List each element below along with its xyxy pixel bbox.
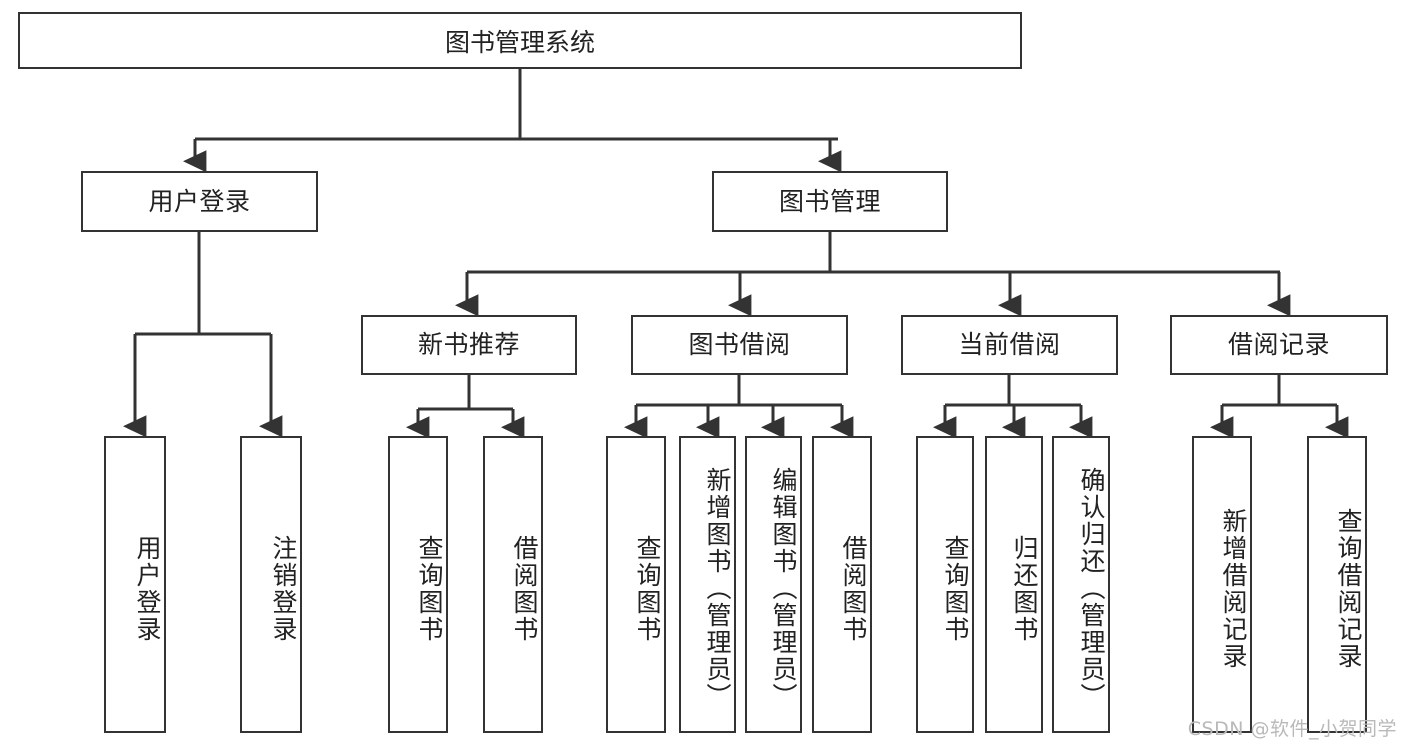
node-book-borrow-label: 图书借阅 [688, 330, 791, 359]
leaf-add-book-admin[interactable]: 新增图书（管理员） [679, 436, 736, 733]
node-current-borrow[interactable]: 当前借阅 [901, 315, 1118, 375]
node-root-label: 图书管理系统 [444, 27, 595, 57]
node-book-borrow[interactable]: 图书借阅 [631, 315, 848, 375]
leaf-query-borrow-record[interactable]: 查询借阅记录 [1307, 436, 1367, 733]
leaf-query-book-current[interactable]: 查询图书 [916, 436, 974, 733]
leaf-add-borrow-record[interactable]: 新增借阅记录 [1192, 436, 1252, 733]
node-user-login-label: 用户登录 [148, 186, 251, 216]
leaf-logout[interactable]: 注销登录 [240, 436, 302, 733]
leaf-edit-book-admin-label: 编辑图书（管理员） [769, 467, 798, 710]
leaf-query-book-current-label: 查询图书 [941, 534, 970, 643]
leaf-borrow-book[interactable]: 借阅图书 [812, 436, 872, 733]
leaf-confirm-return-admin[interactable]: 确认归还（管理员） [1052, 436, 1110, 733]
leaf-edit-book-admin[interactable]: 编辑图书（管理员） [745, 436, 802, 733]
leaf-borrow-book-recommend-label: 借阅图书 [510, 534, 539, 643]
leaf-add-borrow-record-label: 新增借阅记录 [1219, 507, 1248, 670]
node-new-book-recommend-label: 新书推荐 [417, 330, 520, 359]
node-borrow-records[interactable]: 借阅记录 [1170, 315, 1388, 375]
node-current-borrow-label: 当前借阅 [958, 330, 1061, 359]
leaf-confirm-return-admin-label: 确认归还（管理员） [1077, 467, 1106, 710]
csdn-watermark: CSDN @软件_小贺同学 [1187, 718, 1397, 740]
leaf-return-book[interactable]: 归还图书 [985, 436, 1043, 733]
leaf-user-login-label: 用户登录 [133, 534, 162, 643]
leaf-borrow-book-label: 借阅图书 [839, 534, 868, 643]
leaf-borrow-book-recommend[interactable]: 借阅图书 [483, 436, 543, 733]
leaf-logout-label: 注销登录 [269, 534, 298, 643]
node-borrow-records-label: 借阅记录 [1227, 330, 1330, 359]
leaf-query-book-borrow[interactable]: 查询图书 [606, 436, 666, 733]
node-user-login[interactable]: 用户登录 [81, 171, 318, 232]
leaf-add-book-admin-label: 新增图书（管理员） [703, 467, 732, 710]
leaf-query-book-borrow-label: 查询图书 [633, 534, 662, 643]
node-new-book-recommend[interactable]: 新书推荐 [361, 315, 577, 375]
node-book-management[interactable]: 图书管理 [712, 171, 948, 232]
node-book-management-label: 图书管理 [778, 186, 881, 216]
leaf-query-book-recommend[interactable]: 查询图书 [388, 436, 448, 733]
leaf-query-book-recommend-label: 查询图书 [415, 534, 444, 643]
node-root[interactable]: 图书管理系统 [18, 12, 1022, 69]
leaf-return-book-label: 归还图书 [1010, 534, 1039, 643]
leaf-query-borrow-record-label: 查询借阅记录 [1334, 507, 1363, 670]
leaf-user-login[interactable]: 用户登录 [104, 436, 166, 733]
